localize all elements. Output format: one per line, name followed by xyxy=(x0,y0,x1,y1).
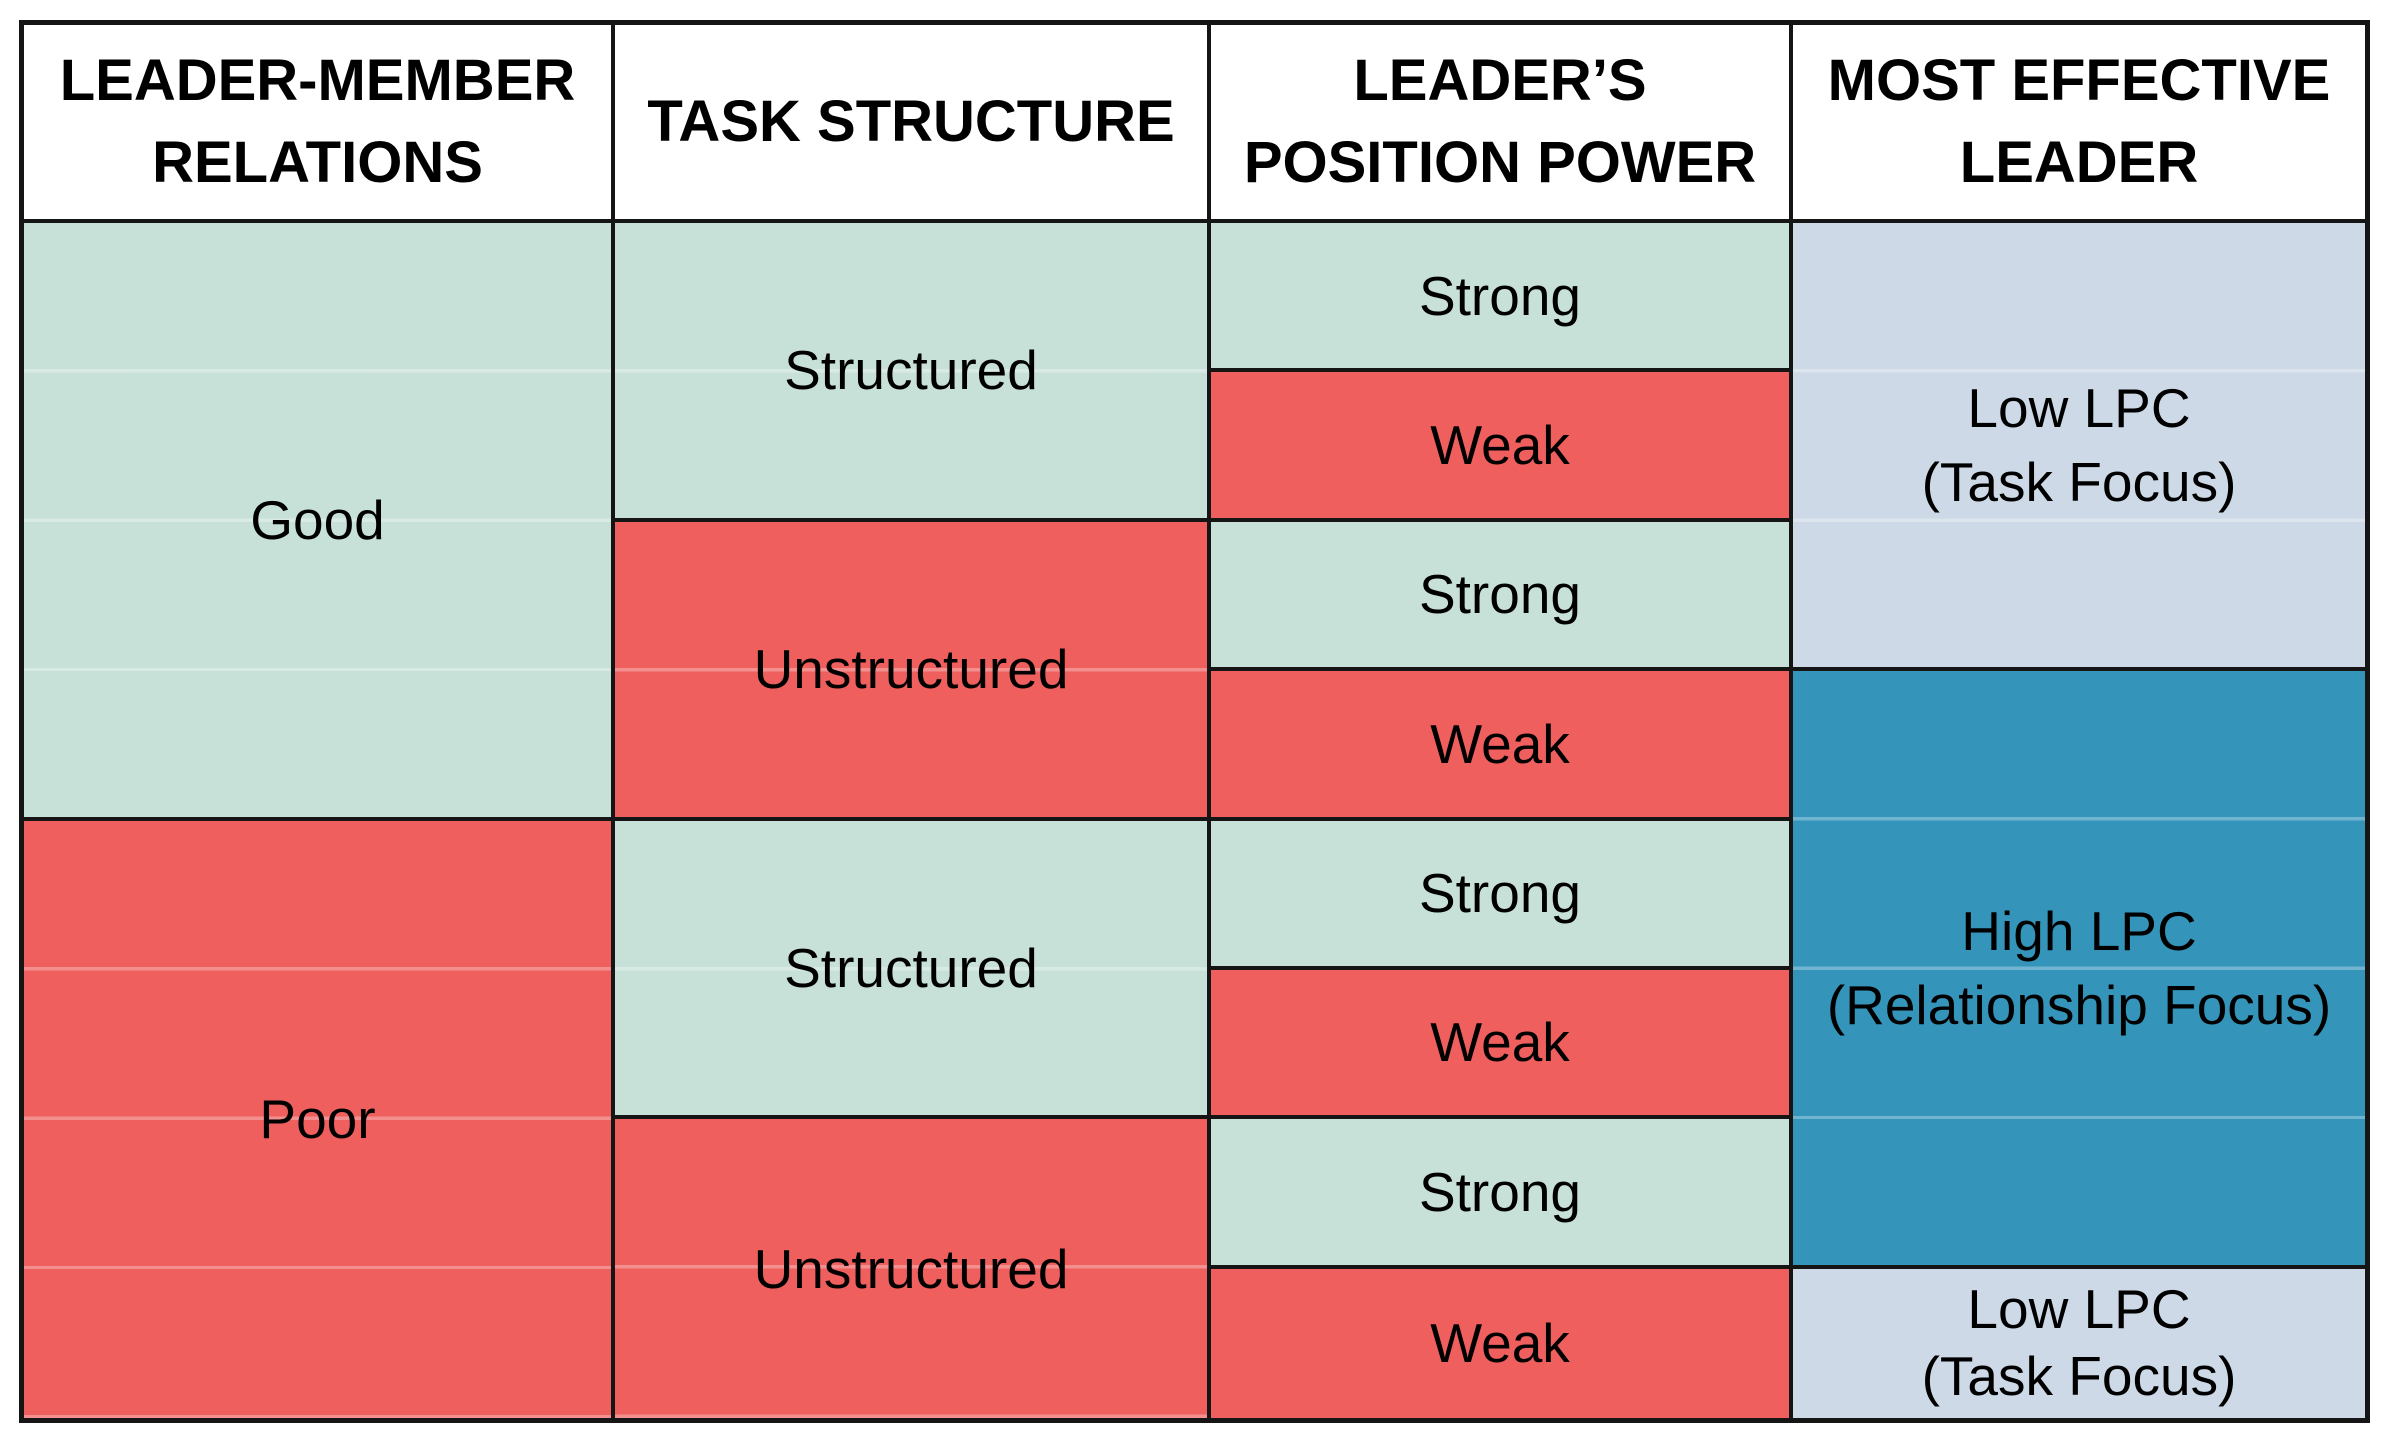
cell-power-weak-3: Weak xyxy=(1211,969,1793,1120)
cell-relations-poor: Poor xyxy=(24,820,615,1418)
cell-task-unstructured-1: Unstructured xyxy=(615,521,1211,821)
cell-effective-low-lpc-top: Low LPC (Task Focus) xyxy=(1793,223,2365,672)
header-leader-member-relations: LEADER-MEMBER RELATIONS xyxy=(24,25,615,223)
cell-power-strong-4: Strong xyxy=(1211,1119,1793,1269)
header-most-effective-leader: MOST EFFECTIVE LEADER xyxy=(1793,25,2365,223)
cell-task-structured-2: Structured xyxy=(615,820,1211,1120)
contingency-table: LEADER-MEMBER RELATIONS TASK STRUCTURE L… xyxy=(19,20,2370,1423)
cell-effective-low-lpc-bottom: Low LPC (Task Focus) xyxy=(1793,1268,2365,1418)
cell-power-strong-2: Strong xyxy=(1211,521,1793,672)
header-leaders-position-power: LEADER’S POSITION POWER xyxy=(1211,25,1793,223)
cell-power-weak-1: Weak xyxy=(1211,372,1793,522)
cell-power-weak-4: Weak xyxy=(1211,1268,1793,1418)
cell-task-structured-1: Structured xyxy=(615,223,1211,522)
cell-task-unstructured-2: Unstructured xyxy=(615,1119,1211,1418)
cell-relations-good: Good xyxy=(24,223,615,821)
cell-effective-high-lpc: High LPC (Relationship Focus) xyxy=(1793,671,2365,1269)
cell-power-strong-1: Strong xyxy=(1211,223,1793,373)
cell-power-weak-2: Weak xyxy=(1211,671,1793,821)
header-task-structure: TASK STRUCTURE xyxy=(615,25,1211,223)
cell-power-strong-3: Strong xyxy=(1211,820,1793,970)
